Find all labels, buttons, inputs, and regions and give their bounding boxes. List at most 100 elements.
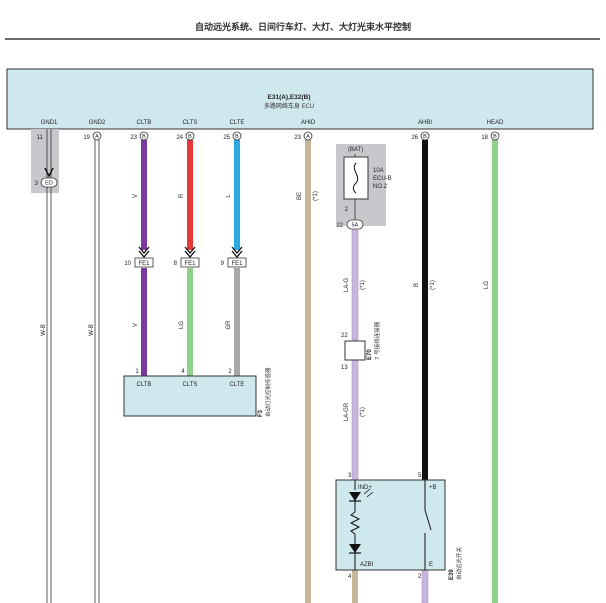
pin-conn-ahid: A [306,134,310,140]
switch-label-e: E [429,562,433,568]
page-title: 自动远光系统、日间行车灯、大灯、大灯光束水平控制 [195,21,411,33]
wire-clte-bottom [234,268,240,376]
pin-num-ahid: 23 [294,135,301,141]
fuse-icon [352,162,359,194]
fe1-num: 8 [174,261,178,267]
pin-conn-gnd2: A [95,134,99,140]
wire-cltb-top [141,140,147,250]
fe1-box [180,257,200,268]
switch-label-b: +B [429,485,437,491]
chevron-down-icon [231,246,243,259]
ground-arrow-icon [44,167,54,178]
fe1-connector-clte: FE1 9 [221,246,247,268]
label-clts-top: R [179,193,185,198]
pin-conn-cltb: B [142,134,146,140]
wire-clts-top [187,140,193,250]
junction-pin-top: 22 [341,333,348,339]
sensor-pin-label-clte: CLTE [230,382,245,388]
switch-contact-icon [424,509,432,531]
ground-label: ED [45,181,53,187]
label-join-out: LA-GR [344,402,350,421]
wire-ahid [305,140,311,603]
wire-cltb-bottom [141,268,147,376]
ground-splice [40,177,58,188]
fuse-box [343,156,369,200]
pin-num-gnd1: 11 [37,135,44,141]
junction-box [344,340,366,361]
pin-circle-gnd2 [92,131,102,141]
pin-circle-cltb [139,131,149,141]
pin-label-gnd1: GND1 [41,120,58,126]
pin-circle-ahbi [420,131,430,141]
label-ahid: BE [297,192,303,200]
pin-conn-ahbi: B [423,134,427,140]
junction-name: 7 号接线连接器 [373,321,381,360]
pin-label-clts: CLTS [183,120,198,126]
fe1-box [227,257,247,268]
wire-switch-azbi [352,570,358,603]
pin-label-cltb: CLTB [137,120,152,126]
fe1-box [134,257,154,268]
pin-label-gnd2: GND2 [89,120,106,126]
pin-label-head: HEAD [487,120,504,126]
fe1-label: FE1 [231,261,243,267]
light-rays-icon [363,488,374,498]
fe1-num: 10 [124,261,131,267]
label-ahid-note: (*1) [313,191,319,201]
fuse-conn-num: 22 [336,223,343,229]
chevron-down-icon [184,246,196,259]
ecu-name: 多路网络车身 ECU [264,102,314,110]
wire-ahbi [422,140,428,480]
fuse-name: ECU-B [373,176,392,182]
pin-circle-ahid [303,131,313,141]
sensor-pin-label-clts: CLTS [183,382,198,388]
resistor-icon [349,511,361,535]
junction-code: E70 [367,349,373,360]
sensor-pin-num-4: 4 [181,369,185,375]
ecu-connector: E31(A),E32(B) [268,94,311,101]
fe1-num: 9 [221,261,225,267]
pin-conn-clte: B [235,134,239,140]
label-clte-bottom: GR [226,320,232,330]
pin-label-ahbi: AHBI [418,120,432,126]
sensor-pin-label-cltb: CLTB [137,382,152,388]
switch-name: 自动远光开关 [455,546,463,580]
wire-fuse-out [351,229,359,341]
pin-circle-clts [185,131,195,141]
fe1-label: FE1 [184,261,196,267]
label-cltb-bottom: V [133,323,139,327]
switch-pin-azbi: 4 [348,574,352,580]
label-ahbi-note: (*1) [430,280,436,290]
fe1-connector-clts: FE1 8 [174,246,200,268]
fe1-connector-cltb: FE1 10 [124,246,154,268]
ground-num: 3 [35,181,39,187]
pin-label-clte: CLTE [230,120,245,126]
label-clts-bottom: LG [179,321,185,329]
sensor-name: 自动灯光控制传感器 [264,367,272,417]
fuse-no: NO.2 [373,184,388,190]
switch-code: E39 [449,569,455,580]
switch-pin-b: 5 [418,473,422,479]
label-clte-top: L [226,194,232,198]
wire-head [492,140,498,603]
junction-pin-bottom: 13 [341,365,348,371]
pin-label-ahid: AHID [301,120,316,126]
fuse-conn-label: 5A [352,223,359,229]
fuse-pin: 2 [345,207,349,213]
label-fuse-out-note: (*1) [360,280,366,290]
fuse-rating: 10A [373,168,384,174]
wire-join-out [351,359,359,481]
wire-clte-top [234,140,240,250]
fuse-connector [346,219,364,230]
pin-circle-head [490,131,500,141]
wire-switch-e [421,569,429,603]
label-join-out-note: (*1) [360,407,366,417]
sensor-pin-num-2: 2 [228,369,232,375]
label-head: LG [484,281,490,289]
sensor-box [123,375,257,417]
switch-pin-e: 2 [418,574,422,580]
sensor-code: F3 [258,409,264,417]
pin-circle-clte [232,131,242,141]
label-fuse-out: LA-G [344,278,350,292]
pin-num-clte: 25 [223,135,230,141]
